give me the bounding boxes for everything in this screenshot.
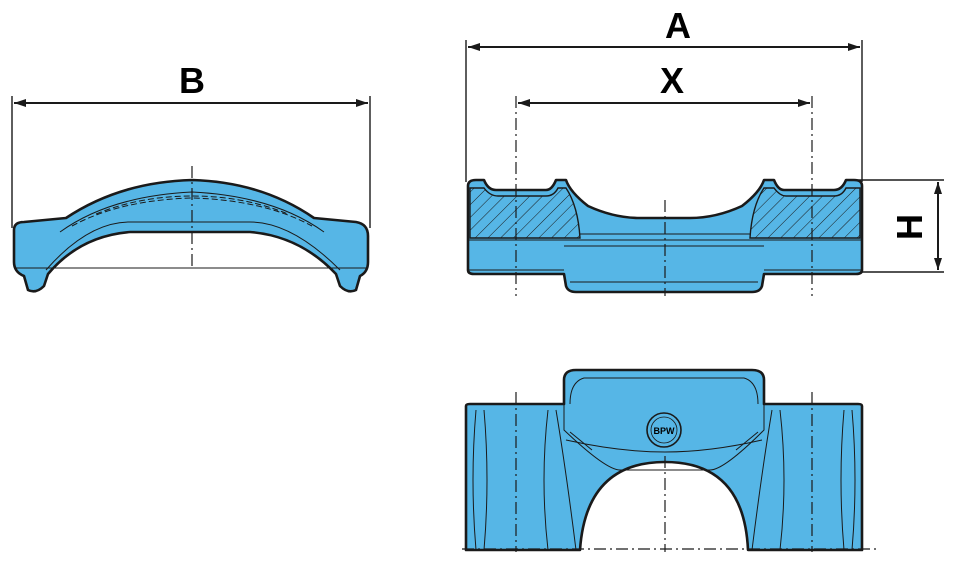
side-view: B [11,60,371,293]
top-view: BPW [462,368,878,552]
front-view-section-right [749,187,861,239]
h-dimension-label: H [889,214,930,240]
side-view-body [12,178,370,293]
logo-text: BPW [654,426,676,436]
front-view-section-left [469,187,581,239]
manufacturer-logo-icon: BPW [646,412,682,448]
x-dimension-label: X [660,60,684,101]
front-section-view: A X H [465,5,944,296]
a-dimension-label: A [665,5,691,46]
side-view-arch-edge [45,221,341,271]
b-dimension-label: B [179,60,205,101]
top-view-body [464,368,864,552]
side-view-hidden-edge-2 [95,195,289,215]
